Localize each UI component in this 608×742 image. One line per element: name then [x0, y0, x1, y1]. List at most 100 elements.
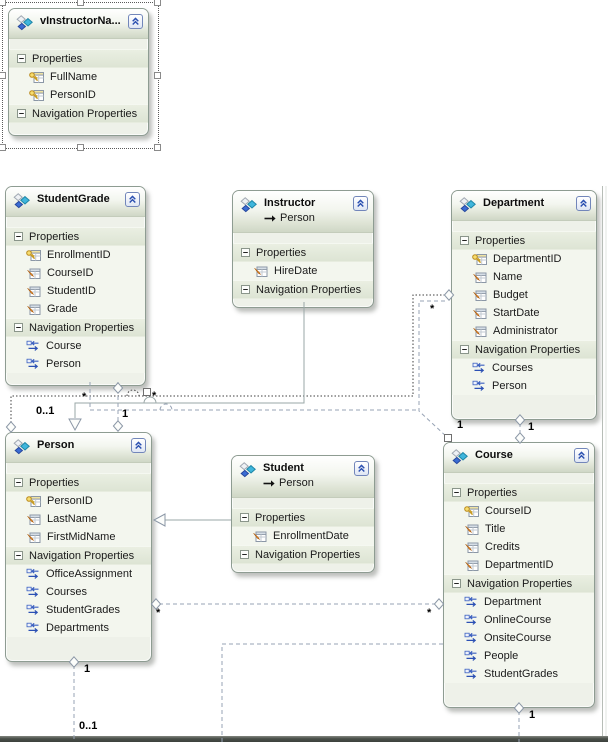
entity-header[interactable]: StudentGrade: [6, 187, 145, 217]
property-row[interactable]: PersonID: [6, 492, 151, 510]
property-row[interactable]: EnrollmentDate: [232, 527, 374, 545]
entity-header[interactable]: Instructor Person: [233, 191, 373, 233]
navigation-section-header[interactable]: Navigation Properties: [452, 340, 596, 359]
property-row[interactable]: DepartmentID: [444, 556, 594, 574]
property-row[interactable]: Credits: [444, 538, 594, 556]
association-studentgrade-course[interactable]: [89, 382, 419, 411]
entity-studentgrade[interactable]: StudentGrade Properties EnrollmentID Cou…: [5, 186, 146, 386]
association-department-person[interactable]: [5, 289, 455, 433]
property-row[interactable]: StartDate: [452, 304, 596, 322]
properties-section-header[interactable]: Properties: [6, 473, 151, 492]
inheritance-instructor-person[interactable]: [68, 302, 305, 432]
collapse-button[interactable]: [354, 461, 369, 476]
collapse-minus-icon[interactable]: [452, 579, 461, 588]
entity-header[interactable]: Course: [444, 443, 594, 473]
property-row[interactable]: FullName: [9, 68, 148, 86]
property-row[interactable]: Budget: [452, 286, 596, 304]
selection-handle[interactable]: [77, 144, 84, 151]
association-person-course[interactable]: [150, 598, 445, 610]
navigation-row[interactable]: Course: [6, 337, 145, 355]
navigation-row[interactable]: Departments: [6, 619, 151, 637]
properties-section-header[interactable]: Properties: [452, 231, 596, 250]
collapse-minus-icon[interactable]: [14, 232, 23, 241]
entity-person[interactable]: Person Properties PersonID LastName Firs…: [5, 432, 152, 662]
collapse-minus-icon[interactable]: [240, 550, 249, 559]
inheritance-student-person[interactable]: [152, 513, 231, 527]
navigation-section-header[interactable]: Navigation Properties: [233, 280, 373, 299]
navigation-row[interactable]: Person: [6, 355, 145, 373]
collapse-minus-icon[interactable]: [14, 551, 23, 560]
navigation-row[interactable]: Courses: [452, 359, 596, 377]
collapse-minus-icon[interactable]: [14, 478, 23, 487]
navigation-row[interactable]: StudentGrades: [6, 601, 151, 619]
navigation-row[interactable]: OnlineCourse: [444, 611, 594, 629]
properties-section-header[interactable]: Properties: [233, 243, 373, 262]
navigation-section-header[interactable]: Navigation Properties: [6, 546, 151, 565]
property-row[interactable]: Title: [444, 520, 594, 538]
property-row[interactable]: StudentID: [6, 282, 145, 300]
property-row[interactable]: PersonID: [9, 86, 148, 104]
collapse-button[interactable]: [131, 438, 146, 453]
entity-header[interactable]: Person: [6, 433, 151, 463]
navigation-row[interactable]: OfficeAssignment: [6, 565, 151, 583]
entity-header[interactable]: Department: [452, 191, 596, 221]
collapse-button[interactable]: [576, 196, 591, 211]
collapse-button[interactable]: [128, 14, 143, 29]
selection-handle[interactable]: [154, 144, 161, 151]
selection-handle[interactable]: [0, 72, 6, 79]
property-row[interactable]: EnrollmentID: [6, 246, 145, 264]
navigation-row[interactable]: OnsiteCourse: [444, 629, 594, 647]
entity-header[interactable]: Student Person: [232, 456, 374, 498]
entity-course[interactable]: Course Properties CourseID Title Credits…: [443, 442, 595, 708]
selection-handle[interactable]: [0, 144, 6, 151]
entity-header[interactable]: vInstructorNa...: [9, 9, 148, 39]
collapse-minus-icon[interactable]: [241, 248, 250, 257]
property-row[interactable]: Grade: [6, 300, 145, 318]
properties-section-header[interactable]: Properties: [444, 483, 594, 502]
collapse-minus-icon[interactable]: [460, 345, 469, 354]
association-department-course[interactable]: [514, 414, 526, 444]
collapse-minus-icon[interactable]: [452, 488, 461, 497]
properties-section-header[interactable]: Properties: [232, 508, 374, 527]
association-department-course-routed[interactable]: [418, 300, 452, 442]
navigation-row[interactable]: StudentGrades: [444, 665, 594, 683]
navigation-row[interactable]: Courses: [6, 583, 151, 601]
collapse-button[interactable]: [353, 196, 368, 211]
property-row[interactable]: LastName: [6, 510, 151, 528]
association-person-officeassignment[interactable]: [68, 656, 80, 742]
association-studentgrade-person[interactable]: [112, 382, 124, 432]
association-course-bottom-route[interactable]: [221, 643, 443, 742]
navigation-section-header[interactable]: Navigation Properties: [232, 545, 374, 564]
property-row[interactable]: FirstMidName: [6, 528, 151, 546]
collapse-minus-icon[interactable]: [460, 236, 469, 245]
property-row[interactable]: CourseID: [444, 502, 594, 520]
properties-section-header[interactable]: Properties: [9, 49, 148, 68]
navigation-section-header[interactable]: Navigation Properties: [6, 318, 145, 337]
navigation-section-header[interactable]: Navigation Properties: [9, 104, 148, 123]
collapse-minus-icon[interactable]: [14, 323, 23, 332]
selection-handle[interactable]: [154, 0, 161, 6]
entity-department[interactable]: Department Properties DepartmentID Name …: [451, 190, 597, 420]
property-row[interactable]: DepartmentID: [452, 250, 596, 268]
entity-instructor[interactable]: Instructor Person Properties HireDate Na…: [232, 190, 374, 308]
property-row[interactable]: Name: [452, 268, 596, 286]
property-row[interactable]: Administrator: [452, 322, 596, 340]
collapse-button[interactable]: [574, 448, 589, 463]
navigation-row[interactable]: People: [444, 647, 594, 665]
collapse-minus-icon[interactable]: [240, 513, 249, 522]
navigation-row[interactable]: Department: [444, 593, 594, 611]
navigation-section-header[interactable]: Navigation Properties: [444, 574, 594, 593]
entity-student[interactable]: Student Person Properties EnrollmentDate…: [231, 455, 375, 573]
collapse-button[interactable]: [125, 192, 140, 207]
selection-handle[interactable]: [0, 0, 6, 6]
collapse-minus-icon[interactable]: [241, 285, 250, 294]
property-row[interactable]: CourseID: [6, 264, 145, 282]
properties-section-header[interactable]: Properties: [6, 227, 145, 246]
association-course-offscreen[interactable]: [513, 702, 525, 742]
selection-handle[interactable]: [77, 0, 84, 6]
property-row[interactable]: HireDate: [233, 262, 373, 280]
navigation-row[interactable]: Person: [452, 377, 596, 395]
selection-handle[interactable]: [154, 72, 161, 79]
entity-vinstructorname[interactable]: vInstructorNa... Properties FullName Per…: [8, 8, 149, 136]
